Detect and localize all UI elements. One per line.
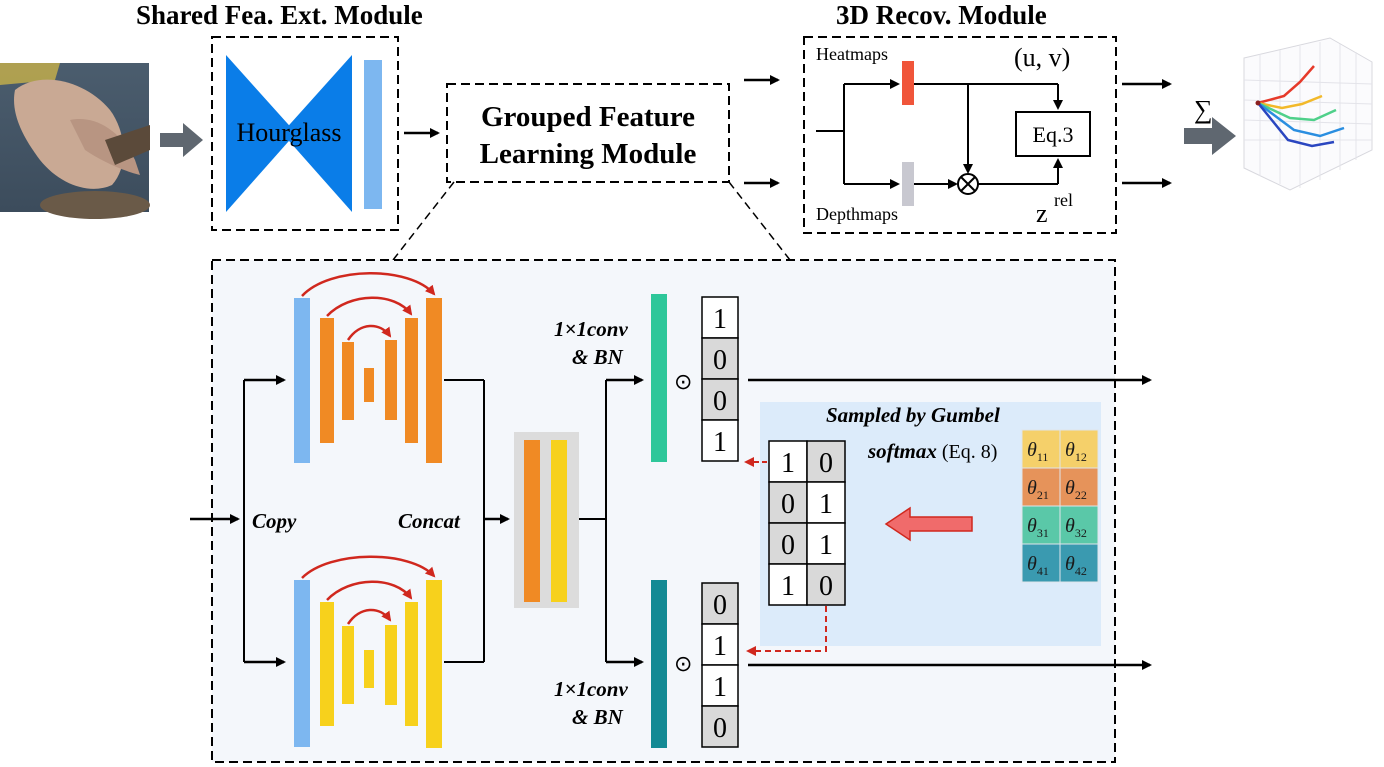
theta-41: θ41 <box>1027 553 1049 578</box>
gumbel-line2: softmax (Eq. 8) <box>867 439 997 463</box>
mask-top-cell-2: 0 <box>713 386 727 417</box>
theta-42: θ42 <box>1065 553 1087 578</box>
mask-top-cell-1: 0 <box>713 345 727 376</box>
theta-21: θ21 <box>1027 477 1049 502</box>
theta-31: θ31 <box>1027 515 1049 540</box>
sampled-cell-1-0: 0 <box>781 489 795 520</box>
theta-32: θ32 <box>1065 515 1087 540</box>
conv-top-line1: 1×1conv <box>554 317 628 341</box>
mask-top-cell-3: 1 <box>713 427 727 458</box>
z-sup-label: rel <box>1054 190 1073 210</box>
mask-bottom-cell-1: 1 <box>713 631 727 662</box>
sampled-cell-0-0: 1 <box>781 448 795 479</box>
mask-top-cell-0: 1 <box>713 304 727 335</box>
shared-module-box <box>211 36 399 231</box>
copy-label: Copy <box>252 509 297 533</box>
mask-bottom-cell-3: 0 <box>713 713 727 744</box>
depthmaps-label: Depthmaps <box>816 204 898 224</box>
eq3-label: Eq.3 <box>1033 122 1074 147</box>
hourglass-feature-bar <box>364 60 382 209</box>
input-arrow <box>160 123 203 157</box>
grouped-title-line2: Learning Module <box>480 138 697 170</box>
heatmap-bar <box>902 61 914 105</box>
conv-bottom-bar <box>651 580 667 748</box>
bottom-unet <box>294 555 442 748</box>
odot-bottom: ⊙ <box>674 651 692 676</box>
mask-top: 1 0 0 1 <box>701 296 739 462</box>
shared-module-title: Shared Fea. Ext. Module <box>136 0 423 30</box>
hourglass-right <box>282 55 352 212</box>
theta-grid: θ11 θ12 θ21 θ22 θ31 θ32 θ41 θ42 <box>1021 429 1099 583</box>
sampled-cell-2-1: 1 <box>819 530 833 561</box>
theta-22: θ22 <box>1065 477 1087 502</box>
hourglass-left <box>226 55 296 212</box>
input-hand-image <box>0 63 150 219</box>
conv-top-line2: & BN <box>572 345 624 369</box>
grouped-title-line1: Grouped Feature <box>481 101 695 133</box>
pose-3d-plot <box>1243 37 1373 191</box>
mask-bottom-cell-0: 0 <box>713 590 727 621</box>
gumbel-line1: Sampled by Gumbel <box>826 403 1000 427</box>
sampled-cell-2-0: 0 <box>781 530 795 561</box>
sum-symbol: ∑ <box>1194 95 1213 124</box>
mask-bottom-cell-2: 1 <box>713 672 727 703</box>
depthmap-bar <box>902 162 914 206</box>
sampled-cell-1-1: 1 <box>819 489 833 520</box>
sampled-cell-3-0: 1 <box>781 571 795 602</box>
sampled-matrix: 1 0 0 1 0 1 1 0 <box>768 440 846 606</box>
z-label: z <box>1036 199 1048 228</box>
mask-bottom: 0 1 1 0 <box>701 582 739 748</box>
theta-12: θ12 <box>1065 439 1087 464</box>
grouped-module-box <box>446 83 730 183</box>
concat-yellow-bar <box>551 440 567 602</box>
odot-top: ⊙ <box>674 369 692 394</box>
sample-to-mask-bottom <box>746 606 827 656</box>
sampled-cell-3-1: 0 <box>819 571 833 602</box>
concat-orange-bar <box>524 440 540 602</box>
recov-module-title: 3D Recov. Module <box>836 0 1047 30</box>
concat-label: Concat <box>398 509 461 533</box>
heatmaps-label: Heatmaps <box>816 44 888 64</box>
theta-to-sample-arrow <box>884 506 973 542</box>
theta-11: θ11 <box>1027 439 1048 464</box>
conv-bottom-line2: & BN <box>572 705 624 729</box>
hourglass-label: Hourglass <box>237 118 342 147</box>
conv-bottom-line1: 1×1conv <box>554 677 628 701</box>
concat-block <box>514 432 579 608</box>
sampled-cell-0-1: 0 <box>819 448 833 479</box>
conv-top-bar <box>651 294 667 462</box>
top-unet <box>294 272 442 463</box>
sum-arrow <box>1184 117 1236 155</box>
uv-label: (u, v) <box>1014 43 1070 72</box>
recov-module-box <box>803 36 1117 234</box>
eq3-box <box>1015 111 1091 157</box>
